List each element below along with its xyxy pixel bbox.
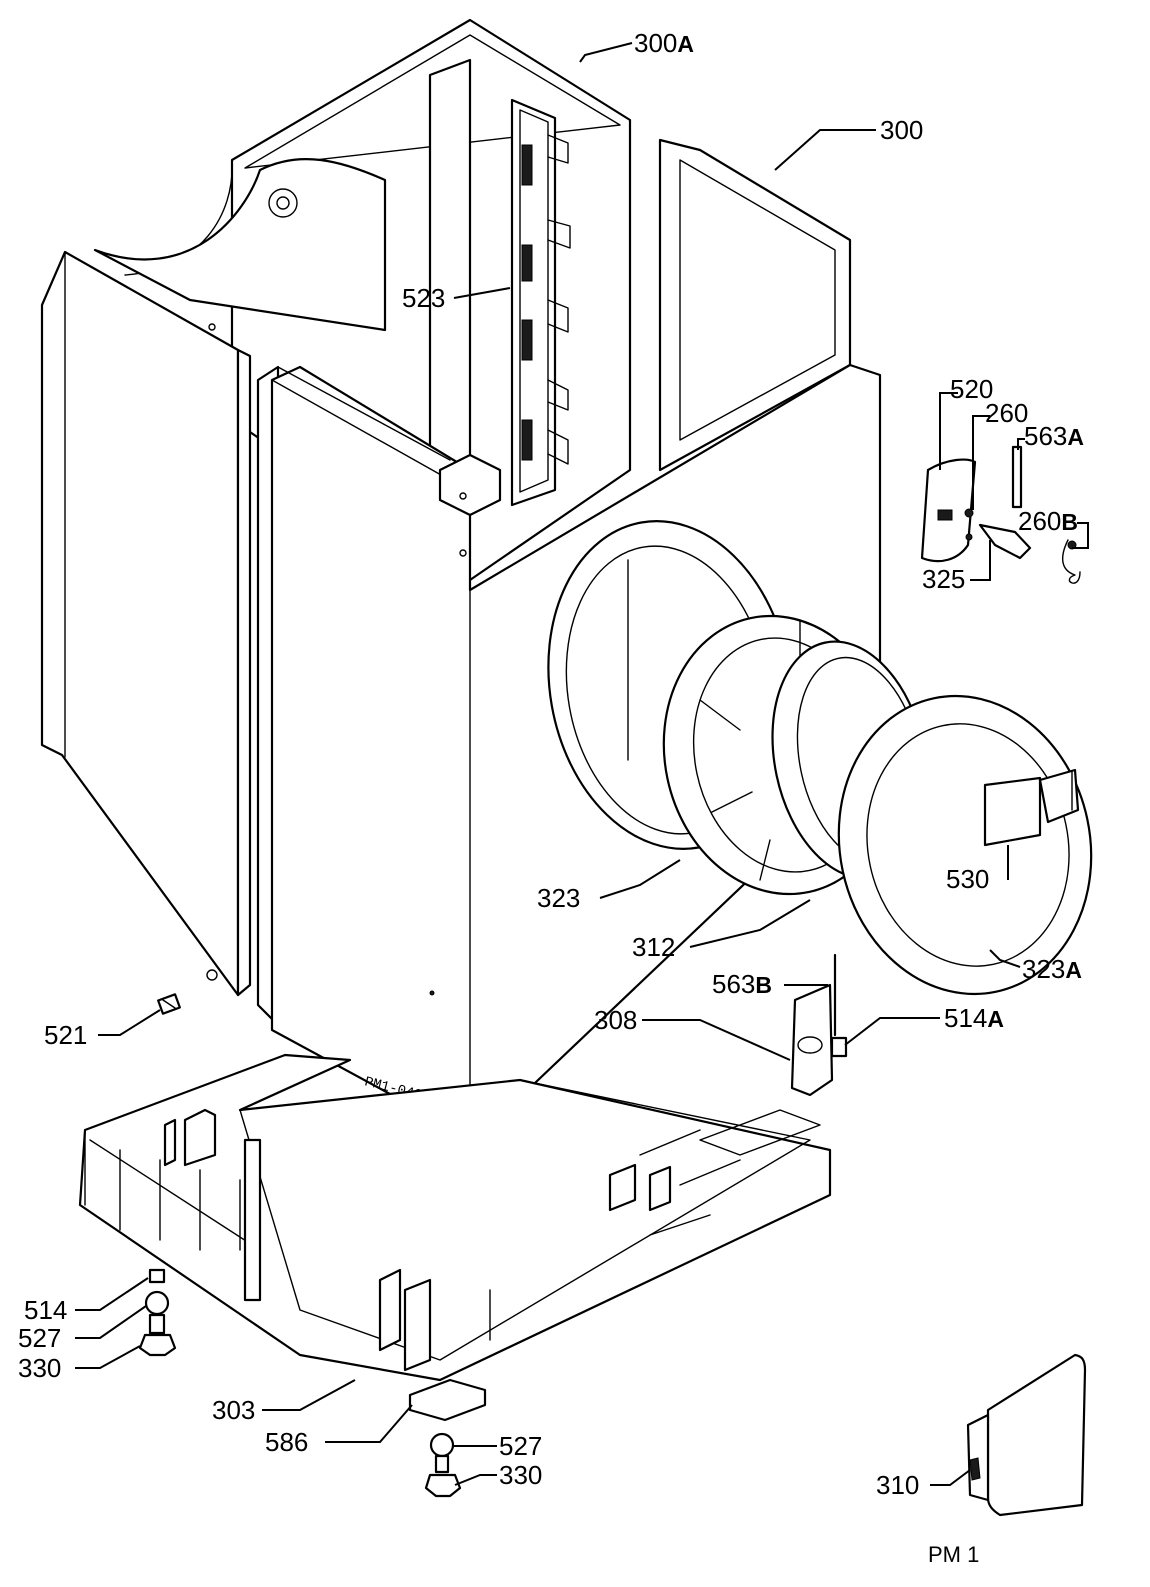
door-lock-parts <box>920 445 1081 584</box>
callout-520: 520 <box>950 374 993 404</box>
leader-lines <box>75 42 1089 1486</box>
callout-323A: 323A <box>1022 954 1082 984</box>
footer-label: PM 1 <box>928 1542 979 1567</box>
callout-514A: 514A <box>944 1003 1004 1033</box>
foot-left <box>138 1268 177 1357</box>
callout-523: 523 <box>402 283 445 313</box>
control-bracket <box>510 98 571 507</box>
callout-300: 300 <box>880 115 923 145</box>
callout-312: 312 <box>632 932 675 962</box>
callout-labels: 300A 300 523 520 260 563A 260B 325 530 3… <box>18 28 1084 1500</box>
callout-586: 586 <box>265 1427 308 1457</box>
callout-303: 303 <box>212 1395 255 1425</box>
callout-330: 330 <box>18 1353 61 1383</box>
cover-310 <box>966 1353 1087 1517</box>
callout-530: 530 <box>946 864 989 894</box>
callout-514: 514 <box>24 1295 67 1325</box>
callout-527-right: 527 <box>499 1431 542 1461</box>
callout-308: 308 <box>594 1005 637 1035</box>
foot-right <box>408 1378 487 1498</box>
screw-521 <box>157 993 181 1015</box>
callout-563A: 563A <box>1024 421 1084 451</box>
callout-300A: 300A <box>634 28 694 58</box>
callout-563B: 563B <box>712 969 772 999</box>
callout-260: 260 <box>985 398 1028 428</box>
callout-521: 521 <box>44 1020 87 1050</box>
base-frame <box>78 1053 832 1382</box>
callout-310: 310 <box>876 1470 919 1500</box>
door-assembly <box>837 694 1093 996</box>
callout-330-right: 330 <box>499 1460 542 1490</box>
callout-325: 325 <box>922 564 965 594</box>
callout-527: 527 <box>18 1323 61 1353</box>
callout-260B: 260B <box>1018 506 1078 536</box>
hinge-parts <box>790 953 848 1097</box>
callout-323: 323 <box>537 883 580 913</box>
left-side-panel <box>40 250 252 997</box>
